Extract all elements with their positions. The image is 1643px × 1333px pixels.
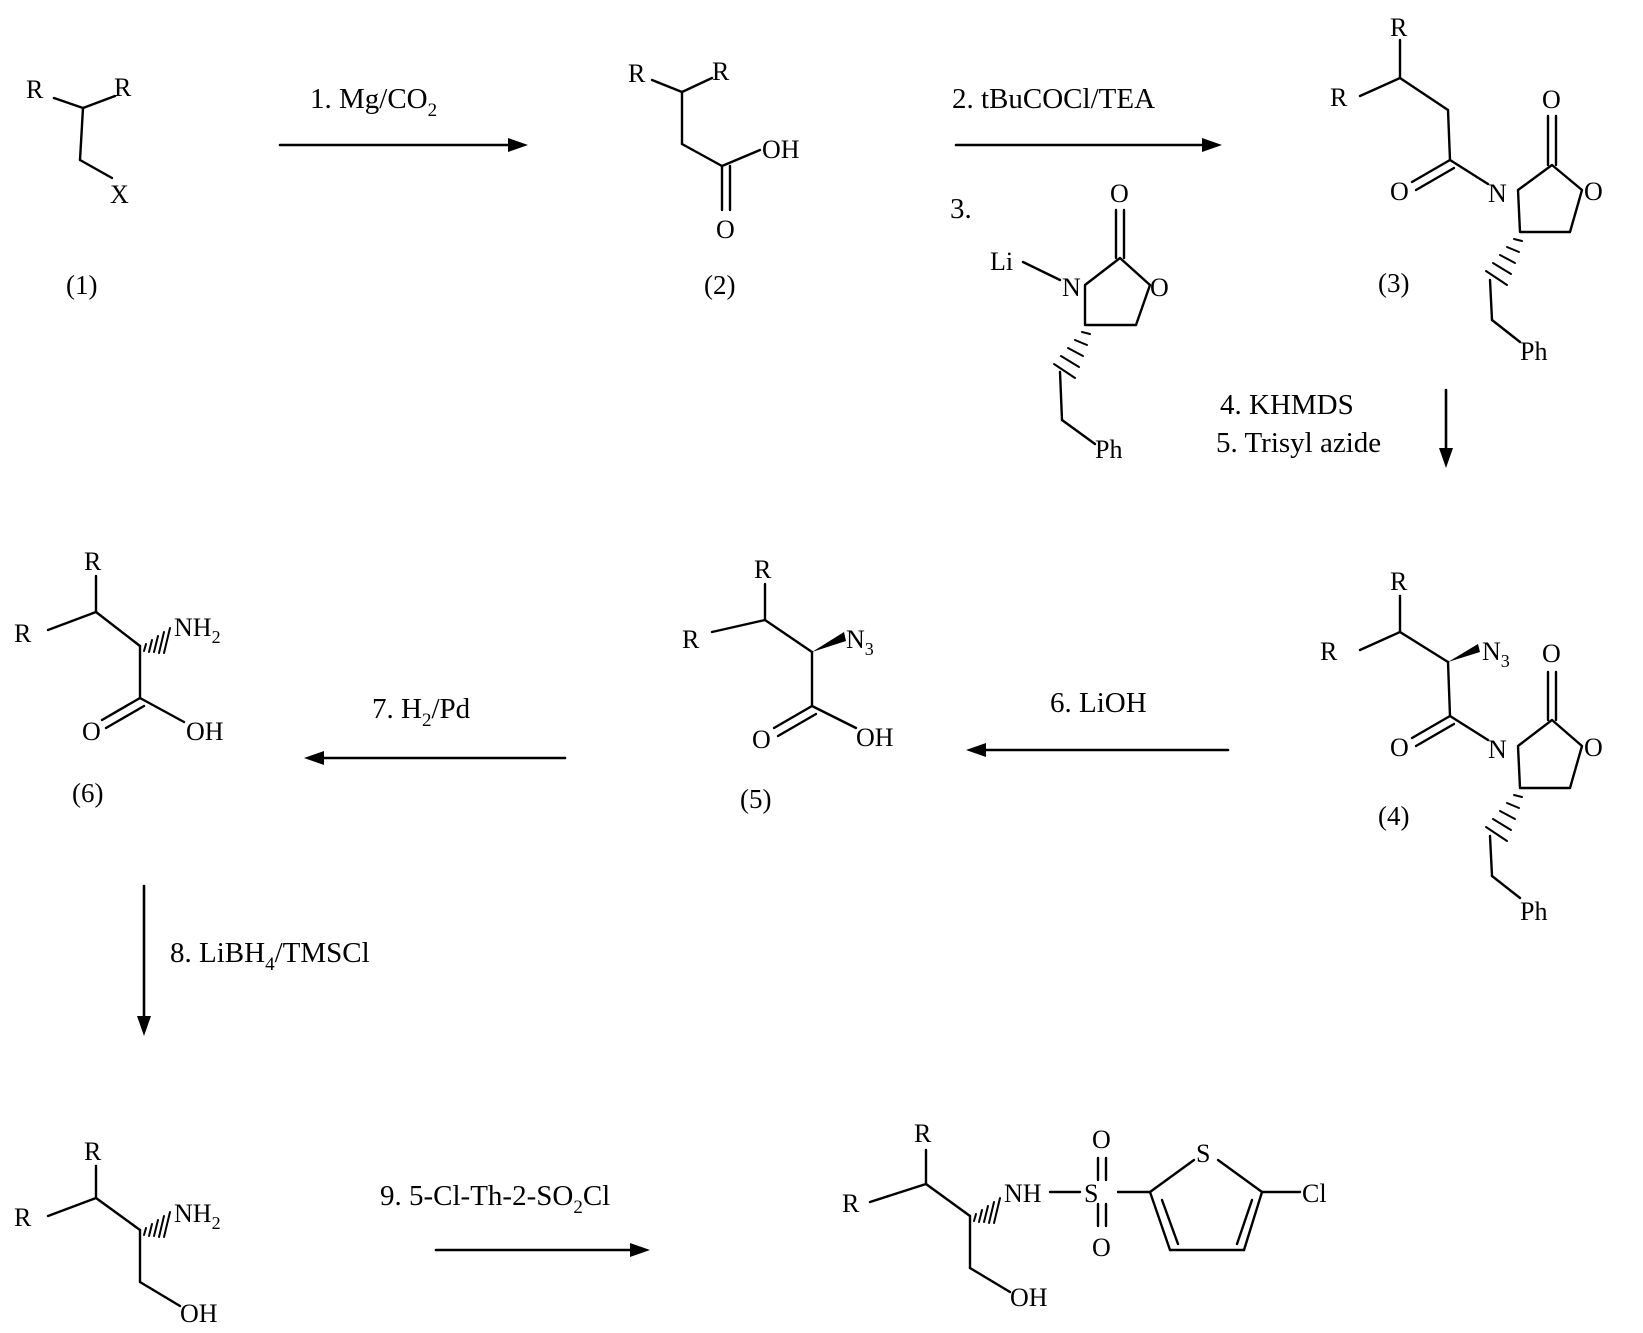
compound-6-structure: R R NH2 O OH xyxy=(14,547,224,746)
arrow-step-8 xyxy=(137,886,151,1036)
sulfonamide-product-structure: R R NH S O O S Cl OH xyxy=(842,1119,1327,1312)
atom-O: O xyxy=(1390,733,1409,762)
atom-O: O xyxy=(1092,1233,1111,1262)
reagent-step-9: 9. 5-Cl-Th-2-SO2Cl xyxy=(380,1180,610,1218)
atom-O: O xyxy=(1092,1125,1111,1154)
reagent-step-3: 3. xyxy=(950,193,972,225)
compound-1-structure: R R X xyxy=(26,73,132,209)
atom-O: O xyxy=(752,725,771,754)
reagent-step-1: 1. Mg/CO2 xyxy=(310,83,437,121)
atom-O: O xyxy=(1110,179,1129,208)
amino-alcohol-structure: R R NH2 OH xyxy=(14,1137,221,1328)
atom-R: R xyxy=(14,1203,32,1232)
atom-N: N xyxy=(1488,179,1507,208)
lithium-oxazolidinone-structure: Li N O O Ph xyxy=(990,179,1169,464)
atom-Li: Li xyxy=(990,247,1013,276)
atom-OH: OH xyxy=(186,717,224,746)
atom-R: R xyxy=(914,1119,932,1148)
atom-NH2: NH2 xyxy=(174,1199,221,1233)
atom-O: O xyxy=(1390,177,1409,206)
reagent-step-5: 5. Trisyl azide xyxy=(1216,427,1381,459)
reagent-step-7: 7. H2/Pd xyxy=(372,693,471,731)
atom-Ph: Ph xyxy=(1095,435,1122,464)
atom-R: R xyxy=(114,73,132,102)
compound-2-structure: R R OH O xyxy=(628,57,800,244)
atom-R: R xyxy=(842,1189,860,1218)
compound-label-6: (6) xyxy=(72,778,103,808)
atom-Cl: Cl xyxy=(1302,1179,1327,1208)
arrow-step-4-5 xyxy=(1439,390,1453,468)
compound-5-structure: R R N3 O OH xyxy=(682,555,894,754)
reagent-step-6: 6. LiOH xyxy=(1050,687,1147,719)
atom-R: R xyxy=(1390,13,1408,42)
atom-Ph: Ph xyxy=(1520,337,1547,366)
atom-R: R xyxy=(1390,567,1408,596)
atom-NH: NH xyxy=(1004,1179,1042,1208)
arrow-step-9 xyxy=(436,1243,650,1257)
atom-R: R xyxy=(712,57,730,86)
atom-OH: OH xyxy=(762,135,800,164)
atom-N3: N3 xyxy=(1482,637,1510,671)
arrow-step-1 xyxy=(280,138,528,152)
atom-OH: OH xyxy=(180,1299,218,1328)
atom-R: R xyxy=(14,619,32,648)
compound-3-structure: R R O N O O Ph xyxy=(1330,13,1603,366)
compound-label-4: (4) xyxy=(1378,801,1409,831)
compound-label-2: (2) xyxy=(704,270,735,300)
atom-O: O xyxy=(1542,85,1561,114)
atom-OH: OH xyxy=(856,723,894,752)
atom-O: O xyxy=(1584,177,1603,206)
atom-R: R xyxy=(1320,637,1338,666)
reagent-step-8: 8. LiBH4/TMSCl xyxy=(170,937,370,975)
compound-4-structure: R R N3 O N O O Ph xyxy=(1320,567,1603,926)
atom-Ph: Ph xyxy=(1520,897,1547,926)
atom-R: R xyxy=(682,625,700,654)
atom-R: R xyxy=(26,75,44,104)
arrow-step-7 xyxy=(304,751,565,765)
compound-label-3: (3) xyxy=(1378,268,1409,298)
arrow-step-6 xyxy=(966,743,1228,757)
atom-X: X xyxy=(110,180,129,209)
atom-N: N xyxy=(1488,735,1507,764)
atom-N3: N3 xyxy=(846,625,874,659)
atom-NH2: NH2 xyxy=(174,613,221,647)
atom-OH: OH xyxy=(1010,1283,1048,1312)
atom-O: O xyxy=(716,215,735,244)
compound-label-1: (1) xyxy=(66,270,97,300)
atom-R: R xyxy=(628,59,646,88)
arrow-step-2 xyxy=(956,138,1222,152)
atom-O: O xyxy=(1542,639,1561,668)
atom-O: O xyxy=(82,717,101,746)
atom-R: R xyxy=(84,1137,102,1166)
atom-R: R xyxy=(754,555,772,584)
atom-R: R xyxy=(84,547,102,576)
atom-O: O xyxy=(1150,273,1169,302)
reagent-step-2: 2. tBuCOCl/TEA xyxy=(952,83,1155,115)
atom-S: S xyxy=(1084,1179,1098,1208)
atom-R: R xyxy=(1330,83,1348,112)
atom-N: N xyxy=(1062,273,1081,302)
compound-label-5: (5) xyxy=(740,784,771,814)
atom-S: S xyxy=(1196,1139,1210,1168)
reagent-step-4: 4. KHMDS xyxy=(1220,389,1354,421)
atom-O: O xyxy=(1584,733,1603,762)
